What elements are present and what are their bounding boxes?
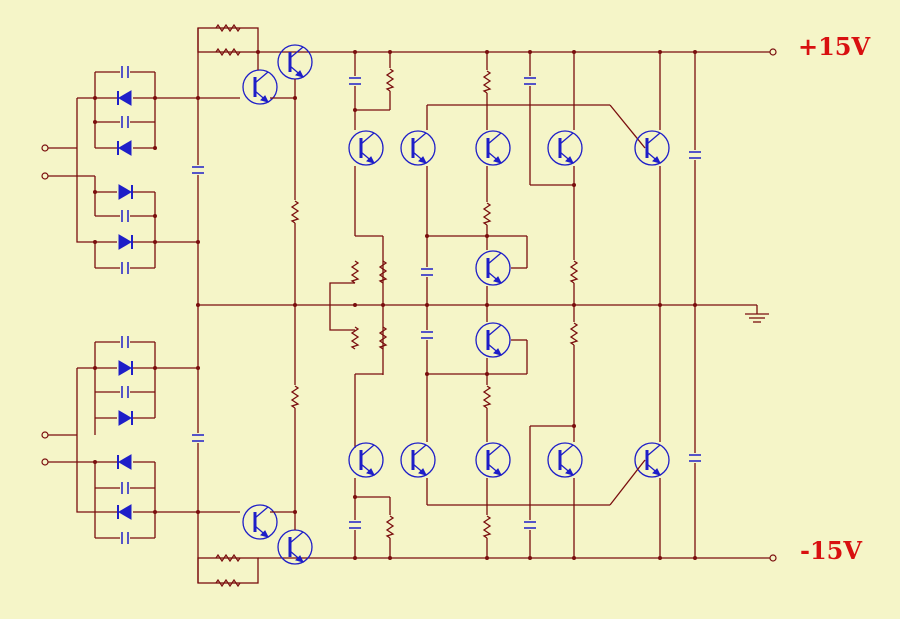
resistor-icon (483, 385, 491, 409)
capacitor-icon (420, 331, 434, 339)
capacitor-icon (348, 77, 362, 85)
lower-rectifier-bridge (76, 335, 198, 545)
diode-icon (118, 234, 133, 250)
npn-transistor-icon (633, 129, 671, 167)
capacitor-icon (420, 268, 434, 276)
diode-icon (118, 360, 133, 376)
capacitor-icon (121, 335, 129, 349)
negative-rail-label: -15V (800, 536, 862, 565)
resistor-icon (291, 385, 299, 409)
resistor-icon (215, 48, 241, 56)
capacitor-icon (348, 521, 362, 529)
resistor-icon (351, 260, 359, 284)
npn-transistor-icon (241, 503, 279, 541)
upper-rectifier-bridge (76, 65, 198, 275)
diode-icon (118, 184, 133, 200)
capacitor-icon (121, 385, 129, 399)
diode-icon (118, 410, 133, 426)
resistor-icon (215, 24, 241, 32)
npn-transistor-icon (347, 129, 385, 167)
diode-icon (117, 140, 132, 156)
pnp-transistor-icon (633, 441, 671, 479)
upper-regulator (197, 24, 314, 305)
resistor-icon (386, 68, 394, 92)
junction-dots (93, 50, 697, 560)
positive-rail-label: +15V (798, 32, 871, 61)
pnp-transistor-icon (347, 441, 385, 479)
capacitor-icon (121, 209, 129, 223)
npn-transistor-icon (546, 129, 584, 167)
capacitor-icon (121, 531, 129, 545)
diode-icon (117, 454, 132, 470)
negative-rail (258, 554, 777, 562)
positive-terminal (769, 48, 777, 56)
diode-icon (117, 504, 132, 520)
pnp-transistor-icon (546, 441, 584, 479)
npn-transistor-icon (474, 129, 512, 167)
resistor-icon (570, 260, 578, 284)
capacitor-icon (191, 434, 205, 442)
pnp-transistor-icon (474, 441, 512, 479)
ground-rail (198, 304, 769, 323)
resistor-icon (215, 554, 241, 562)
npn-transistor-icon (241, 68, 279, 106)
capacitor-icon (523, 77, 537, 85)
resistor-icon (570, 322, 578, 346)
resistor-icon (386, 515, 394, 539)
capacitor-icon (121, 261, 129, 275)
current-limit-section (474, 52, 584, 558)
input-terminals (41, 144, 95, 466)
resistor-icon (483, 515, 491, 539)
bridge-pair-4 (94, 216, 198, 275)
pnp-transistor-icon (276, 528, 314, 566)
pnp-transistor-icon (399, 441, 437, 479)
ground-icon (745, 313, 769, 323)
capacitor-icon (121, 65, 129, 79)
capacitor-icon (121, 115, 129, 129)
capacitor-icon (688, 151, 702, 159)
lower-regulator (197, 305, 314, 587)
negative-terminal (769, 554, 777, 562)
bridge-pair-1 (94, 65, 198, 106)
resistor-icon (483, 202, 491, 226)
bridge-pair-2 (94, 98, 156, 156)
capacitor-icon (688, 454, 702, 462)
npn-transistor-icon (474, 321, 512, 359)
capacitor-icon (191, 166, 205, 174)
capacitor-icon (121, 481, 129, 495)
positive-rail (258, 48, 777, 56)
bridge-pair-3 (94, 176, 156, 223)
npn-transistor-icon (399, 129, 437, 167)
capacitor-icon (523, 521, 537, 529)
diode-icon (117, 90, 132, 106)
pnp-transistor-icon (474, 249, 512, 287)
resistor-icon (291, 200, 299, 224)
resistor-icon (215, 579, 241, 587)
resistor-icon (483, 70, 491, 94)
npn-transistor-icon (276, 43, 314, 81)
